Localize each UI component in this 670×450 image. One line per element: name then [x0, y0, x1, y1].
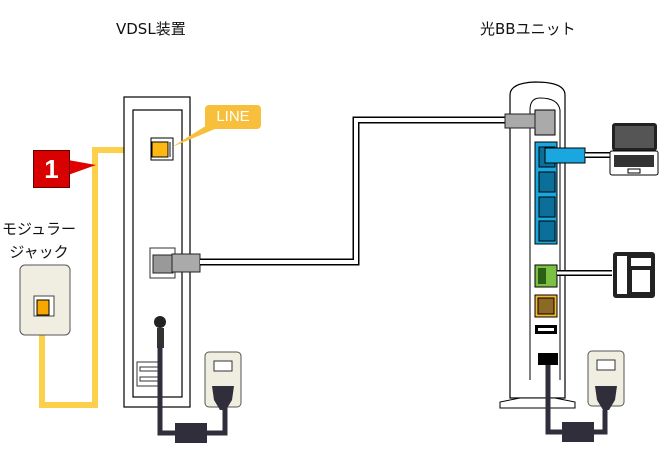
bb-unit-label: 光BBユニット — [480, 20, 576, 38]
modular-jack — [19, 264, 71, 336]
laptop-icon — [609, 123, 659, 176]
bb-power-outlet — [587, 350, 625, 410]
step-pointer — [68, 160, 96, 175]
vdsl-device — [123, 96, 201, 408]
step-badge: 1 — [33, 150, 70, 188]
wan-port — [534, 109, 556, 136]
modular-jack-label-line1: モジュラー — [2, 220, 76, 238]
telephone-icon — [613, 252, 655, 298]
modular-jack-label: モジュラー ジャック — [2, 218, 76, 264]
line-port-tag: LINE — [205, 105, 261, 129]
vdsl-device-label: VDSL装置 — [116, 20, 186, 38]
phone-cable — [39, 147, 155, 408]
vdsl-power-outlet — [204, 351, 242, 410]
modular-jack-label-line2: ジャック — [9, 243, 69, 261]
bb-unit — [499, 81, 586, 409]
power-jack — [154, 316, 166, 328]
